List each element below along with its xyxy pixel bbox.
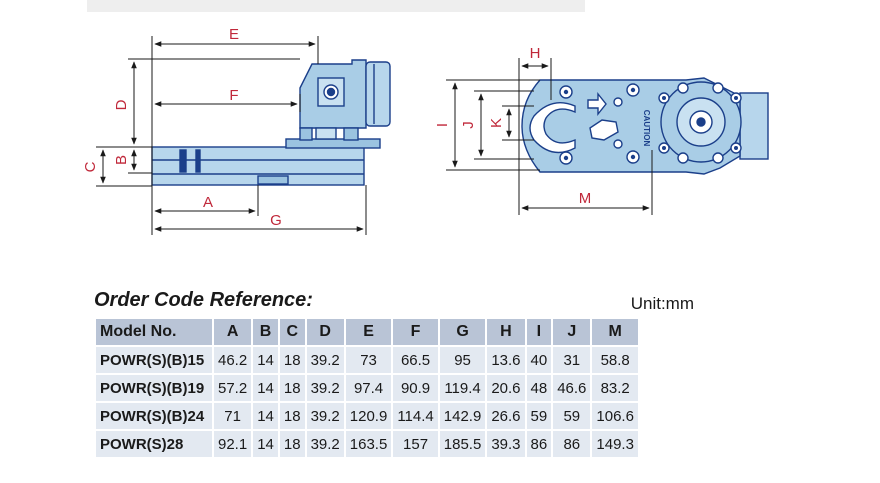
- table-row: POWR(S)(B)24 71 14 18 39.2 120.9 114.4 1…: [94, 401, 640, 431]
- table-cell: 59: [551, 401, 593, 431]
- table-cell: 48: [524, 373, 554, 403]
- dim-label-i: I: [434, 123, 451, 127]
- dim-label-d: D: [113, 99, 130, 110]
- table-cell: 18: [277, 429, 307, 459]
- table-cell: 114.4: [391, 401, 440, 431]
- table-cell: 46.6: [551, 373, 593, 403]
- table-cell: 20.6: [485, 373, 527, 403]
- table-cell: 39.2: [304, 429, 346, 459]
- header-cell: Model No.: [94, 317, 214, 347]
- table-cell: 26.6: [485, 401, 527, 431]
- caution-text: CAUTION: [642, 110, 651, 147]
- header-cell: M: [590, 317, 640, 347]
- model-cell: POWR(S)(B)19: [94, 373, 214, 403]
- dim-label-e: E: [229, 26, 239, 43]
- dim-label-m: M: [579, 190, 592, 207]
- table-cell: 149.3: [590, 429, 640, 459]
- header-cell: J: [551, 317, 593, 347]
- table-row: POWR(S)(B)15 46.2 14 18 39.2 73 66.5 95 …: [94, 345, 640, 375]
- front-view-dimensions: [446, 58, 653, 215]
- model-cell: POWR(S)(B)24: [94, 401, 214, 431]
- dim-label-j: J: [460, 121, 477, 129]
- table-cell: 95: [437, 345, 488, 375]
- header-cell: C: [277, 317, 307, 347]
- header-cell: B: [251, 317, 280, 347]
- dim-label-g: G: [270, 212, 282, 229]
- table-row: POWR(S)(B)19 57.2 14 18 39.2 97.4 90.9 1…: [94, 373, 640, 403]
- table-cell: 39.3: [485, 429, 527, 459]
- table-row: POWR(S)28 92.1 14 18 39.2 163.5 157 185.…: [94, 429, 640, 459]
- table-cell: 71: [211, 401, 254, 431]
- dim-label-c: C: [82, 161, 99, 172]
- header-cell: I: [524, 317, 554, 347]
- table-cell: 18: [277, 373, 307, 403]
- dim-label-a: A: [203, 194, 213, 211]
- table-cell: 39.2: [304, 345, 346, 375]
- header-cell: F: [391, 317, 440, 347]
- dim-label-k: K: [488, 118, 505, 128]
- header-cell: D: [304, 317, 346, 347]
- table-cell: 59: [524, 401, 554, 431]
- table-cell: 58.8: [590, 345, 640, 375]
- table-cell: 86: [524, 429, 554, 459]
- table-header-row: Model No. A B C D E F G H I J M: [94, 317, 640, 347]
- dim-label-b: B: [113, 155, 130, 165]
- order-code-table: Model No. A B C D E F G H I J M POWR(S)(…: [94, 317, 640, 459]
- table-cell: 39.2: [304, 401, 346, 431]
- table-cell: 13.6: [485, 345, 527, 375]
- table-cell: 14: [251, 345, 280, 375]
- table-cell: 163.5: [343, 429, 394, 459]
- table-cell: 157: [391, 429, 440, 459]
- table-cell: 120.9: [343, 401, 394, 431]
- table-cell: 14: [251, 373, 280, 403]
- side-view-dimensions: [96, 36, 367, 235]
- table-cell: 97.4: [343, 373, 394, 403]
- table-cell: 106.6: [590, 401, 640, 431]
- unit-label: Unit:mm: [630, 294, 694, 313]
- header-cell: H: [485, 317, 527, 347]
- header-cell: E: [343, 317, 394, 347]
- table-cell: 86: [551, 429, 593, 459]
- technical-drawing: CAUTION E F D C B A G H I J K M: [82, 26, 769, 235]
- header-cell: A: [211, 317, 254, 347]
- table-cell: 185.5: [437, 429, 488, 459]
- table-cell: 31: [551, 345, 593, 375]
- header-cell: G: [437, 317, 488, 347]
- table-cell: 83.2: [590, 373, 640, 403]
- front-view: [521, 77, 769, 175]
- table-cell: 18: [277, 345, 307, 375]
- table-cell: 90.9: [391, 373, 440, 403]
- dim-label-f: F: [229, 87, 238, 104]
- table-cell: 14: [251, 401, 280, 431]
- table-cell: 119.4: [437, 373, 488, 403]
- dim-label-h: H: [530, 45, 541, 62]
- table-cell: 46.2: [211, 345, 254, 375]
- model-cell: POWR(S)(B)15: [94, 345, 214, 375]
- table-cell: 92.1: [211, 429, 254, 459]
- order-code-title: Order Code Reference:: [94, 289, 313, 311]
- side-view: [151, 59, 391, 186]
- table-cell: 14: [251, 429, 280, 459]
- model-cell: POWR(S)28: [94, 429, 214, 459]
- table-cell: 40: [524, 345, 554, 375]
- table-cell: 142.9: [437, 401, 488, 431]
- top-scroll-strip: [87, 0, 585, 12]
- table-cell: 57.2: [211, 373, 254, 403]
- table-cell: 39.2: [304, 373, 346, 403]
- table-cell: 18: [277, 401, 307, 431]
- table-cell: 66.5: [391, 345, 440, 375]
- table-cell: 73: [343, 345, 394, 375]
